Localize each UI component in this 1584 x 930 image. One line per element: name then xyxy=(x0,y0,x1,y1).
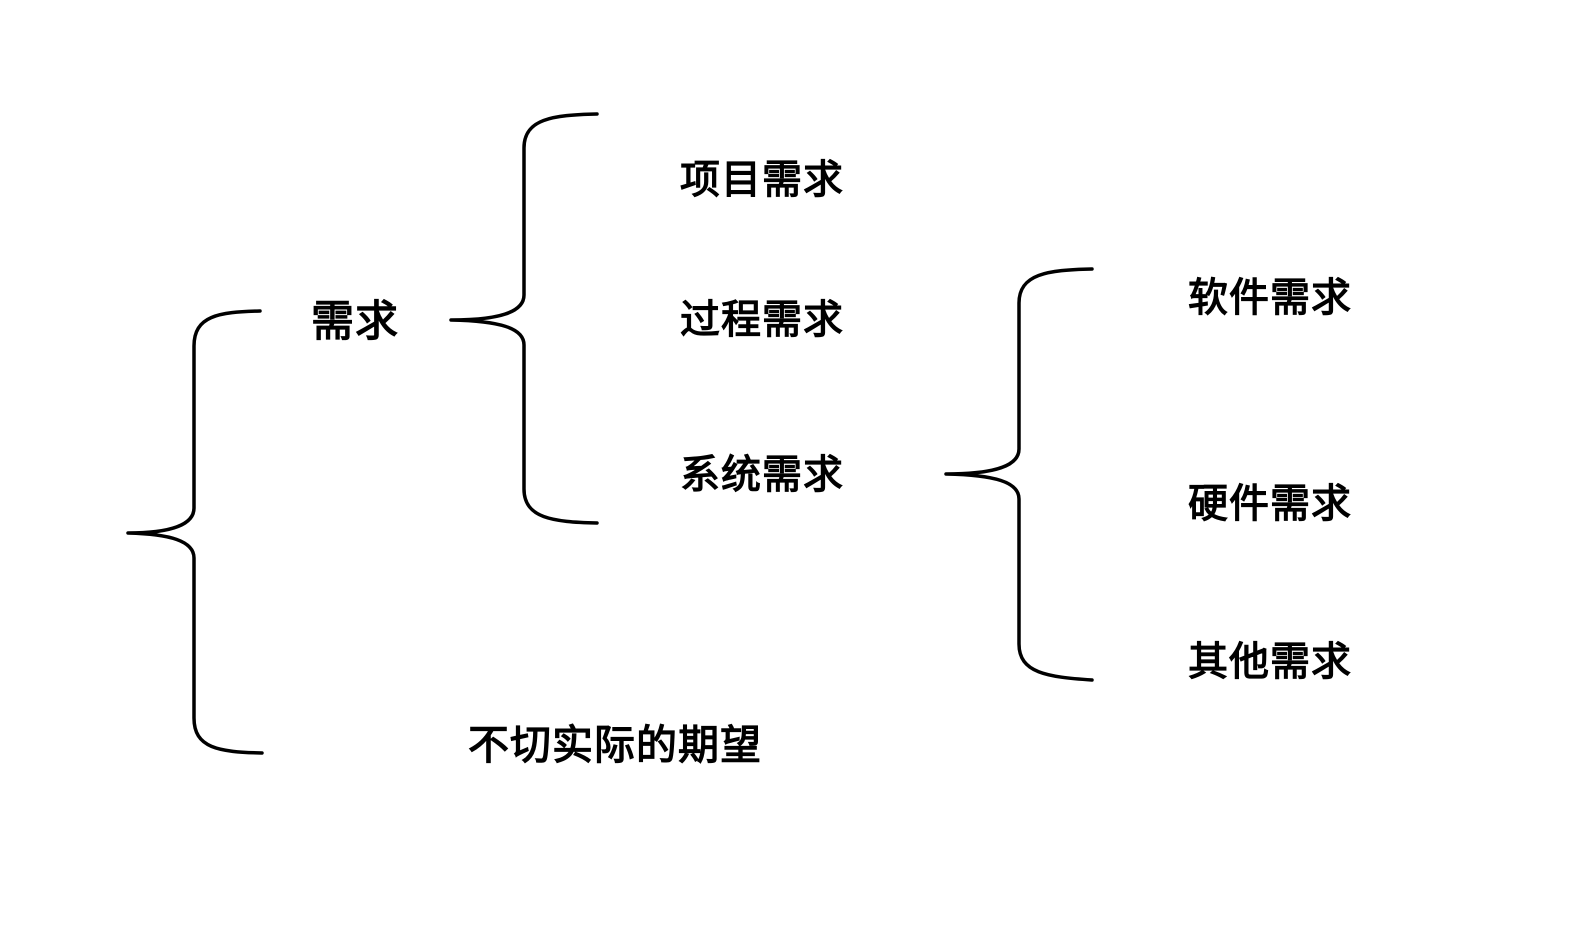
requirement-children-brace-icon xyxy=(449,112,599,525)
node-project-requirement: 项目需求 xyxy=(680,158,844,202)
node-process-requirement: 过程需求 xyxy=(680,298,844,342)
node-software-requirement: 软件需求 xyxy=(1188,276,1352,320)
node-other-requirement: 其他需求 xyxy=(1188,640,1352,684)
node-system-requirement: 系统需求 xyxy=(680,453,844,497)
main-group-brace-icon xyxy=(126,309,264,755)
node-requirement: 需求 xyxy=(311,298,399,346)
system-children-brace-icon xyxy=(944,267,1094,682)
node-hardware-requirement: 硬件需求 xyxy=(1188,482,1352,526)
node-unrealistic-expectation: 不切实际的期望 xyxy=(468,722,762,768)
